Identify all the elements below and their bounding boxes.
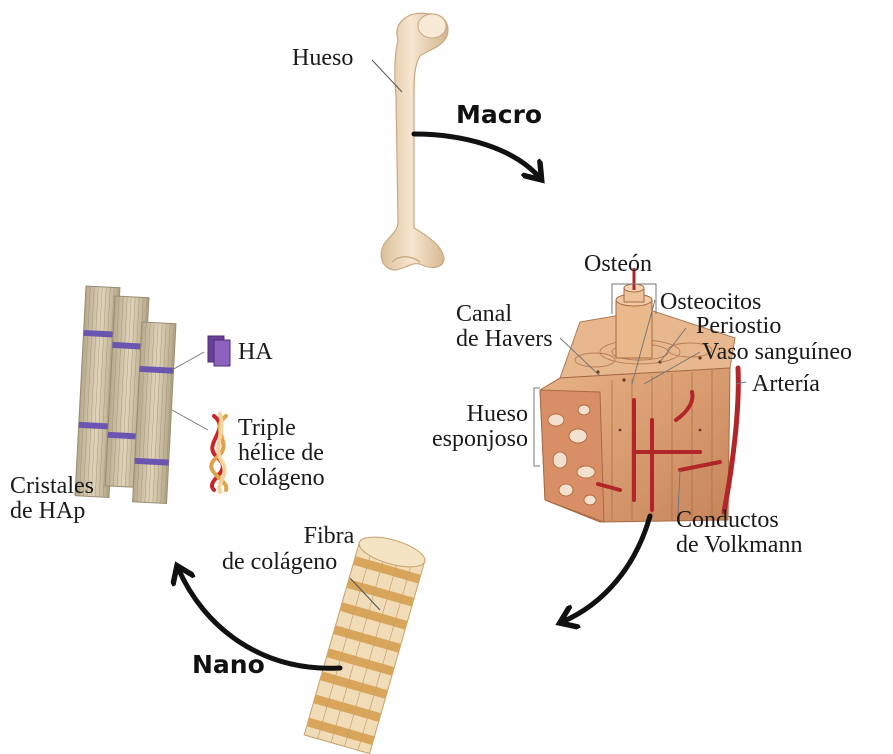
triple-helix-icon [211,414,226,492]
ha-crystal-icon [208,336,230,366]
collagen-fibrils-illustration [75,286,176,504]
nano-leader-lines [172,352,208,430]
label-hap-crystals-line2: de HAp [10,499,94,524]
label-volkmann-canals: Conductos de Volkmann [676,508,802,558]
label-osteon: Osteón [584,252,652,277]
label-volkmann-line2: de Volkmann [676,533,802,558]
label-collagen-fiber-line1: Fibra [294,524,364,549]
label-volkmann-line1: Conductos [676,508,802,533]
label-hap-crystals-line1: Cristales [10,474,94,499]
label-collagen-fiber-line2: de colágeno [222,550,337,575]
label-haversian-canal-line1: Canal [456,302,553,327]
label-spongy-bone-line2: esponjoso [432,427,528,452]
label-osteocytes: Osteocitos [660,290,761,315]
label-hap-crystals: Cristales de HAp [10,474,94,524]
label-triple-helix-line1: Triple [238,416,325,441]
label-spongy-bone: Hueso esponjoso [432,402,528,452]
label-blood-vessel: Vaso sanguíneo [702,340,852,365]
stage-label-nano: Nano [192,650,265,679]
label-spongy-bone-line1: Hueso [432,402,528,427]
label-triple-helix: Triple hélice de colágeno [238,416,325,491]
label-artery: Artería [752,372,820,397]
label-bone: Hueso [292,46,353,71]
arrow-macro [414,134,540,178]
label-triple-helix-line2: hélice de [238,441,325,466]
label-triple-helix-line3: colágeno [238,466,325,491]
label-ha: HA [238,340,273,365]
arrow-micro [562,516,650,622]
label-periosteum: Periostio [696,314,781,339]
label-haversian-canal-line2: de Havers [456,327,553,352]
stage-label-macro: Macro [456,100,542,129]
femur-illustration [381,13,448,270]
label-haversian-canal: Canal de Havers [456,302,553,352]
